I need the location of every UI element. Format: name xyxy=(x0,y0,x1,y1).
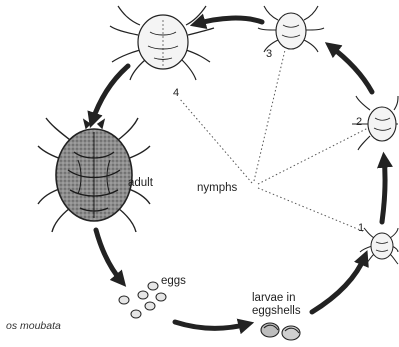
nymphs-label: nymphs xyxy=(197,182,238,194)
stage-number-1: 1 xyxy=(358,222,364,234)
larvae-in-eggshells-illustration xyxy=(261,323,300,340)
stage-number-3: 3 xyxy=(266,48,272,60)
stage-number-4: 4 xyxy=(173,87,179,99)
nymph-pointer-lines xyxy=(179,50,368,232)
adult-tick-illustration xyxy=(38,118,150,232)
arrow-eggs-to-larvae xyxy=(175,322,248,328)
stage-number-2: 2 xyxy=(356,116,362,128)
arrow-nymph1-to-nymph2 xyxy=(382,158,385,222)
larvae-label-line1: larvae in xyxy=(252,292,295,304)
larvae-label-line2: eggshells xyxy=(252,305,301,317)
cycle-arrows xyxy=(92,18,385,328)
arrow-nymph3-to-nymph4 xyxy=(196,18,262,24)
arrow-adult-to-eggs xyxy=(96,230,122,282)
nymph-stage-3-illustration xyxy=(258,6,324,52)
eggs-label: eggs xyxy=(161,275,186,287)
arrow-larvae-to-nymph1 xyxy=(312,256,365,312)
species-label: os moubata xyxy=(6,320,61,332)
eggs-illustration xyxy=(119,282,166,318)
adult-label: adult xyxy=(128,177,154,189)
arrow-nymph2-to-nymph3 xyxy=(330,46,372,92)
arrow-nymph4-to-adult xyxy=(92,66,128,122)
